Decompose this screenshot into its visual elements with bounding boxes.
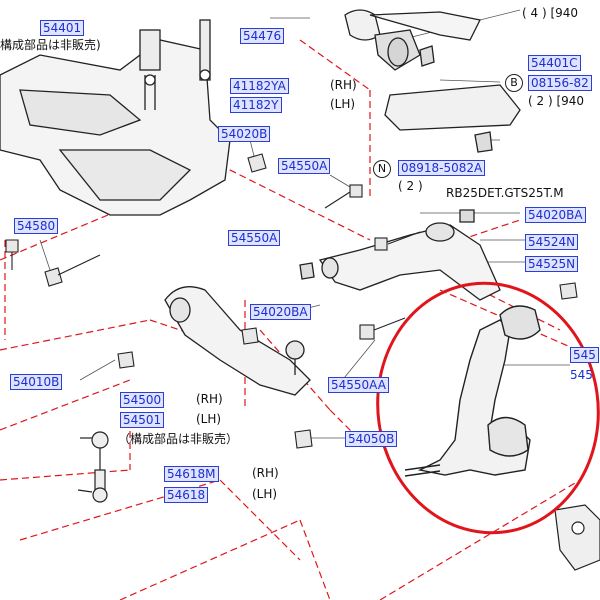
engine-code: RB25DET.GTS25T.M bbox=[446, 186, 564, 200]
part-label-41182y[interactable]: 41182Y bbox=[230, 97, 282, 113]
fasteners bbox=[5, 153, 578, 449]
quantity-b: ( 2 ) [940 bbox=[528, 94, 585, 108]
stabilizer-bracket bbox=[344, 9, 521, 153]
part-label-54401c[interactable]: 54401C bbox=[528, 55, 581, 71]
part-label-54618m[interactable]: 54618M bbox=[164, 466, 219, 482]
part-label-54010b[interactable]: 54010B bbox=[10, 374, 63, 390]
part-label-54050b[interactable]: 54050B bbox=[345, 431, 398, 447]
note-non-sale-top: 構成部品は非販売) bbox=[0, 38, 101, 52]
part-label-08918[interactable]: 08918-5082A bbox=[398, 160, 486, 176]
part-label-54550a-1[interactable]: 54550A bbox=[278, 158, 331, 174]
knuckle-piece bbox=[554, 504, 600, 571]
part-label-54550aa[interactable]: 54550AA bbox=[328, 377, 389, 393]
lh-label-3: (LH) bbox=[252, 487, 278, 501]
rh-label-2: (RH) bbox=[196, 392, 223, 406]
part-label-54618[interactable]: 54618 bbox=[164, 487, 209, 503]
part-label-54401[interactable]: 54401 bbox=[40, 20, 85, 36]
upper-control-arm bbox=[299, 209, 501, 301]
rh-label-3: (RH) bbox=[252, 466, 279, 480]
rh-label-1: (RH) bbox=[330, 78, 357, 92]
part-label-08156[interactable]: 08156-82 bbox=[528, 75, 592, 91]
lh-label-2: (LH) bbox=[196, 412, 222, 426]
part-label-54501[interactable]: 54501 bbox=[120, 412, 165, 428]
quantity-top: ( 4 ) [940 bbox=[522, 6, 579, 20]
part-label-54500[interactable]: 54500 bbox=[120, 392, 165, 408]
part-label-54524n[interactable]: 54524N bbox=[525, 234, 579, 250]
callout-n: N bbox=[373, 160, 391, 178]
quantity-n: ( 2 ) bbox=[398, 179, 423, 193]
part-label-54550a-2[interactable]: 54550A bbox=[228, 230, 281, 246]
note-non-sale-mid: （構成部品は非販売） bbox=[118, 432, 239, 446]
callout-b: B bbox=[505, 74, 523, 92]
part-label-54020b[interactable]: 54020B bbox=[218, 126, 271, 142]
part-label-54020ba-2[interactable]: 54020BA bbox=[525, 207, 586, 223]
part-label-54580[interactable]: 54580 bbox=[14, 218, 59, 234]
part-label-545-a[interactable]: 545 bbox=[570, 347, 599, 363]
part-label-54020ba-1[interactable]: 54020BA bbox=[250, 304, 311, 320]
transverse-link bbox=[404, 305, 541, 477]
highlight-circle bbox=[376, 281, 600, 535]
part-label-54525n[interactable]: 54525N bbox=[525, 256, 579, 272]
lh-label-1: (LH) bbox=[330, 97, 356, 111]
part-label-41182ya[interactable]: 41182YA bbox=[230, 78, 289, 94]
front-subframe bbox=[0, 19, 231, 216]
part-label-54476[interactable]: 54476 bbox=[240, 28, 285, 44]
part-label-545-b[interactable]: 545 bbox=[570, 368, 593, 382]
lower-arm-54500 bbox=[164, 286, 311, 396]
stabilizer-link bbox=[77, 431, 109, 503]
